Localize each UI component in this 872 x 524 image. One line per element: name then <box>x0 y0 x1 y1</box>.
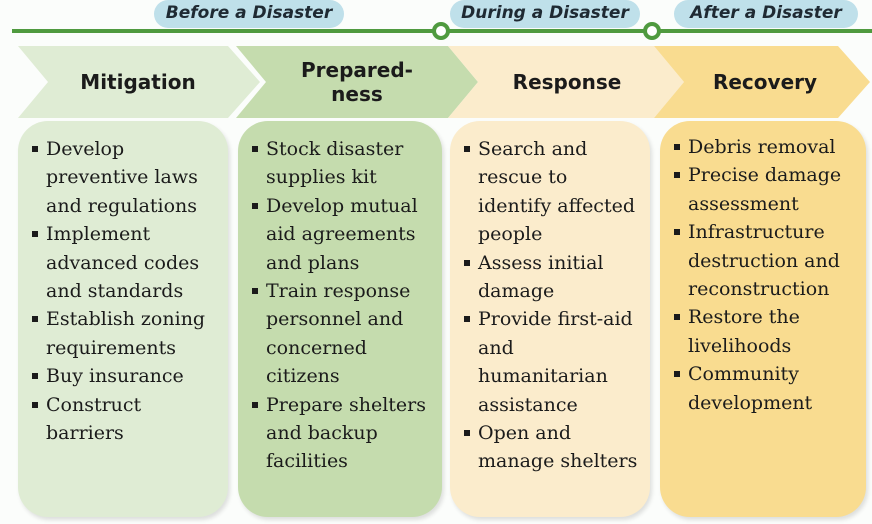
stage-title-response: Response <box>512 70 622 94</box>
stage-title-mitigation: Mitigation <box>80 70 196 94</box>
list-item: Train response personnel and concerned c… <box>252 277 432 391</box>
list-item-text: Precise damage assessment <box>688 164 842 215</box>
list-item: Develop mutual aid agreements and plans <box>252 192 432 277</box>
list-item: Buy insurance <box>32 362 218 390</box>
list-item: Implement advanced codes and standards <box>32 220 218 305</box>
list-item: Assess initial damage <box>464 249 640 306</box>
list-item-text: Assess initial damage <box>478 251 604 303</box>
list-item: Restore the livelihoods <box>674 303 856 360</box>
chevron-preparedness <box>236 46 478 118</box>
bullet-icon <box>674 371 680 378</box>
list-item-text: Prepare shelters and backup facilities <box>266 393 426 473</box>
bullet-icon <box>32 146 38 152</box>
bullet-icon <box>252 146 258 152</box>
card-response: Search and rescue to identify affected p… <box>450 121 650 517</box>
list-item-text: Establish zoning requirements <box>46 308 206 359</box>
chevron-response <box>448 46 684 118</box>
card-preparedness: Stock disaster supplies kit Develop mutu… <box>238 121 442 517</box>
list-item-text: Open and manage shelters <box>478 422 638 473</box>
list-item-text: Provide first-aid and humanitarian assis… <box>478 308 633 416</box>
list-item: Stock disaster supplies kit <box>252 135 432 192</box>
bullet-icon <box>32 231 38 238</box>
recovery-list: Debris removal Precise damage assessment… <box>674 133 856 417</box>
list-item-text: Restore the livelihoods <box>688 306 800 357</box>
bullet-icon <box>674 144 680 150</box>
stage-title-preparedness: Prepared- ness <box>301 58 413 106</box>
list-item-text: Community development <box>688 363 813 414</box>
list-item-text: Implement advanced codes and standards <box>46 223 200 303</box>
bullet-icon <box>252 288 258 295</box>
list-item-text: Infrastructure destruction and reconstru… <box>688 221 840 301</box>
list-item-text: Debris removal <box>688 136 836 158</box>
bullet-icon <box>464 316 470 323</box>
bullet-icon <box>32 401 38 408</box>
stage-title-recovery: Recovery <box>712 70 818 94</box>
chevron-mitigation <box>18 46 260 118</box>
bullet-icon <box>32 316 38 323</box>
list-item: Establish zoning requirements <box>32 305 218 362</box>
phase-label-after: After a Disaster <box>674 0 858 28</box>
bullet-icon <box>252 202 258 209</box>
list-item: Precise damage assessment <box>674 161 856 218</box>
bullet-icon <box>464 146 470 152</box>
timeline-node-2 <box>643 22 661 40</box>
list-item-text: Train response personnel and concerned c… <box>266 280 411 388</box>
mitigation-list: Develop preventive laws and regulations … <box>32 135 218 447</box>
bullet-icon <box>32 373 38 380</box>
preparedness-list: Stock disaster supplies kit Develop mutu… <box>252 135 432 476</box>
list-item-text: Construct barriers <box>46 393 142 445</box>
bullet-icon <box>464 430 470 437</box>
list-item-text: Buy insurance <box>46 365 184 388</box>
list-item: Construct barriers <box>32 391 218 448</box>
timeline-node-1 <box>432 22 450 40</box>
list-item: Open and manage shelters <box>464 419 640 476</box>
card-mitigation: Develop preventive laws and regulations … <box>18 121 228 517</box>
list-item-text: Develop mutual aid agreements and plans <box>266 194 418 274</box>
list-item: Search and rescue to identify affected p… <box>464 135 640 249</box>
list-item-text: Search and rescue to identify affected p… <box>478 138 635 246</box>
list-item: Develop preventive laws and regulations <box>32 135 218 220</box>
list-item: Debris removal <box>674 133 856 161</box>
bullet-icon <box>674 229 680 236</box>
chevron-recovery <box>654 46 870 118</box>
card-recovery: Debris removal Precise damage assessment… <box>660 121 866 517</box>
list-item: Infrastructure destruction and reconstru… <box>674 218 856 303</box>
list-item: Prepare shelters and backup facilities <box>252 391 432 476</box>
response-list: Search and rescue to identify affected p… <box>464 135 640 476</box>
list-item-text: Develop preventive laws and regulations <box>46 138 198 217</box>
list-item: Provide first-aid and humanitarian assis… <box>464 305 640 419</box>
phase-label-before: Before a Disaster <box>154 0 344 28</box>
bullet-icon <box>674 314 680 321</box>
bullet-icon <box>674 172 680 179</box>
list-item-text: Stock disaster supplies kit <box>266 138 404 189</box>
bullet-icon <box>464 259 470 266</box>
list-item: Community development <box>674 360 856 417</box>
phase-label-during: During a Disaster <box>450 0 640 28</box>
bullet-icon <box>252 401 258 408</box>
